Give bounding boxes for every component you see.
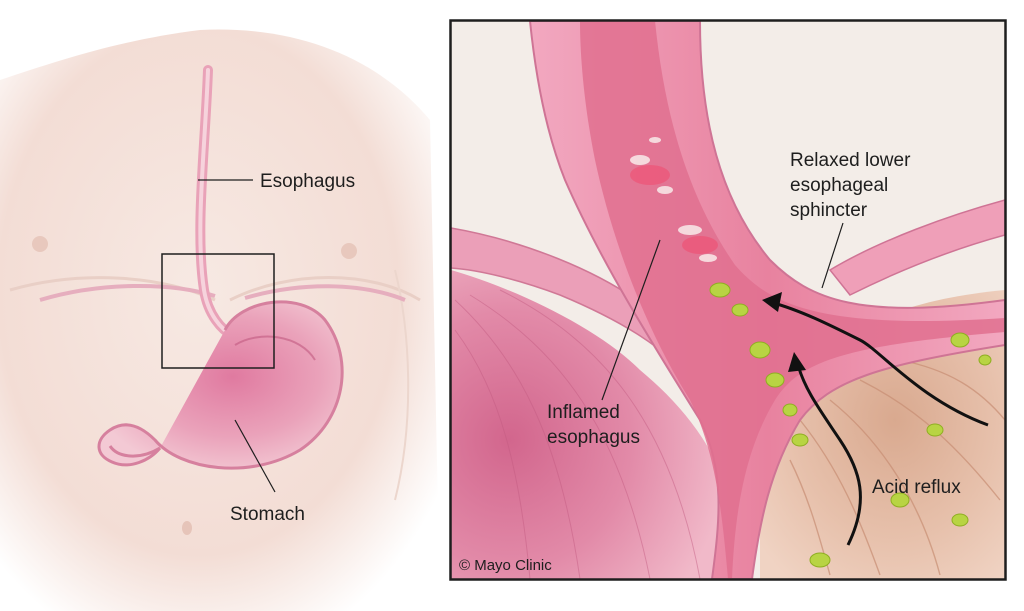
- stomach-wall-left: [451, 270, 745, 579]
- esophagus-label: Esophagus: [260, 171, 355, 192]
- sphincter-label-line2: esophageal: [790, 175, 888, 196]
- stomach-overview: [97, 300, 344, 470]
- nipple-right: [341, 243, 357, 259]
- acid-reflux-label: Acid reflux: [872, 477, 961, 498]
- zoom-region-box: [161, 253, 275, 369]
- sphincter-label-line1: Relaxed lower: [790, 150, 911, 171]
- detail-view: [451, 21, 1005, 579]
- nipple-left: [32, 236, 48, 252]
- acid-reflux-arrow-1: [769, 300, 989, 427]
- sphincter-label-line3: sphincter: [790, 200, 868, 221]
- navel: [182, 521, 192, 535]
- inflamed-label-line1: Inflamed: [547, 402, 620, 423]
- torso-overview: [0, 29, 440, 611]
- acid-reflux-arrow-2: [796, 364, 862, 546]
- copyright-text: © Mayo Clinic: [459, 557, 552, 574]
- inflamed-label-line2: esophagus: [547, 427, 640, 448]
- stomach-label: Stomach: [230, 504, 305, 525]
- inflammation-spots: [630, 137, 717, 262]
- detail-frame: [449, 19, 1007, 581]
- acid-droplets: [709, 282, 992, 568]
